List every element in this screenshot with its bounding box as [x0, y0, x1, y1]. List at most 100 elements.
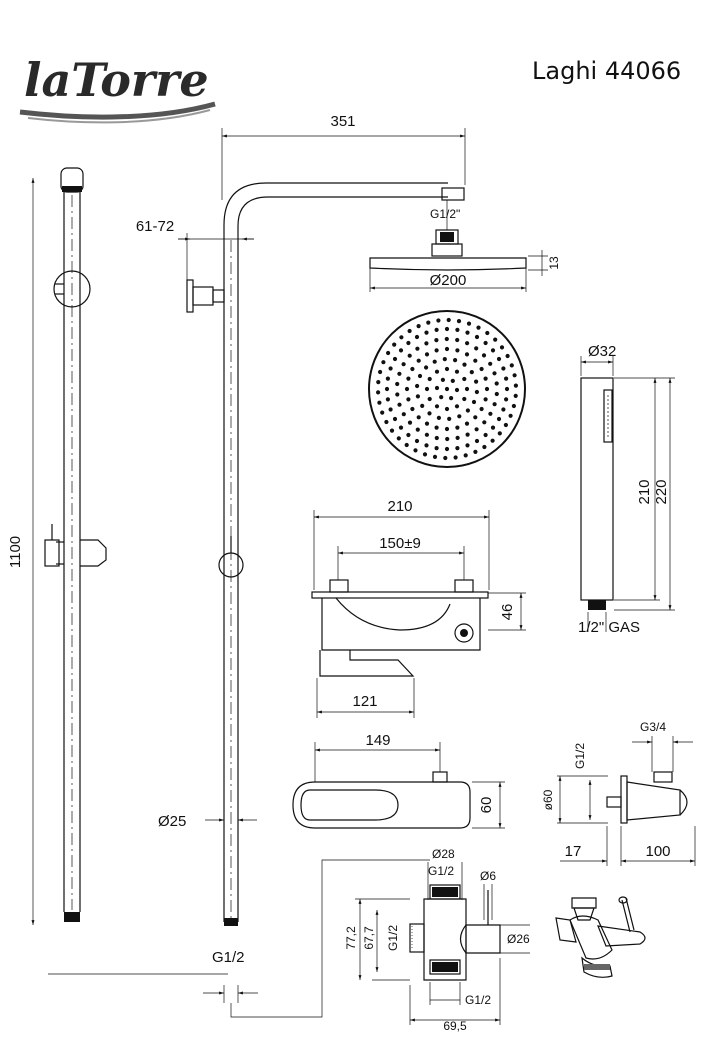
model-title: Laghi 44066 [532, 57, 681, 85]
nozzle-dot [424, 443, 429, 448]
nozzle-dot [416, 358, 421, 363]
nozzle-dot [504, 376, 509, 381]
nozzle-dot [436, 318, 441, 323]
shower-head-side: G1/2" Ø200 13 [369, 200, 561, 292]
nozzle-dot [455, 327, 460, 332]
nozzle-dot [455, 337, 460, 343]
nozzle-dot [439, 395, 444, 400]
nozzle-dot [454, 369, 460, 374]
nozzle-dot [415, 427, 420, 432]
shower-valve: 149 60 [292, 732, 505, 829]
nozzle-dot [414, 438, 420, 444]
nozzle-dot [484, 386, 490, 392]
nozzle-dot [417, 373, 423, 379]
nozzle-dot [466, 321, 472, 326]
nozzle-dot [445, 436, 450, 442]
nozzle-dot [444, 366, 450, 372]
nozzle-dot [513, 383, 519, 388]
spout-length-label: 121 [352, 693, 377, 710]
nozzle-dot [397, 402, 402, 407]
nozzle-dot [449, 396, 454, 401]
nozzle-dot [397, 371, 402, 376]
logo-text: laTorre [24, 53, 209, 107]
nozzle-dot [406, 432, 411, 438]
nozzle-dot [444, 426, 450, 432]
nozzle-dot [434, 327, 439, 332]
mixer-height-label: 46 [499, 604, 516, 621]
nozzle-dot [385, 397, 390, 402]
nozzle-dot [399, 335, 404, 340]
nozzle-dot [457, 414, 462, 419]
valve-width-label: 149 [365, 732, 390, 749]
nozzle-dot [434, 385, 440, 391]
nozzle-dot [497, 431, 502, 436]
nozzle-dot [434, 435, 439, 441]
nozzle-dot [432, 359, 437, 364]
nozzle-dot [494, 391, 499, 397]
height-1100-label: 1100 [7, 536, 24, 568]
nozzle-dot [465, 432, 470, 437]
nozzle-dot [483, 376, 488, 381]
nozzle-dot [508, 413, 513, 418]
nozzle-dot [465, 443, 470, 448]
nozzle-dot [447, 416, 452, 421]
nozzle-dot [434, 425, 439, 430]
nozzle-dot [465, 330, 470, 335]
nozzle-dot [474, 334, 480, 340]
nozzle-dot [501, 366, 506, 371]
nozzle-dot [496, 416, 502, 422]
nozzle-dot [473, 358, 478, 363]
nozzle-dot [485, 330, 490, 336]
nozzle-dot [446, 317, 451, 323]
pipe-diameter-label: Ø25 [158, 813, 186, 830]
nozzle-dot [490, 438, 495, 443]
nozzle-dot [490, 348, 496, 353]
nozzle-dot [473, 415, 478, 420]
nozzle-dot [413, 448, 418, 453]
nozzle-dot [424, 421, 430, 426]
hand-thread-label: 1/2" GAS [578, 619, 640, 636]
nozzle-dot [389, 428, 395, 433]
nozzle-pattern [376, 317, 519, 461]
nozzle-dot [505, 353, 510, 359]
nozzle-dot [434, 348, 439, 353]
nozzle-dot [416, 415, 421, 420]
valve-height-label: 60 [478, 797, 495, 814]
nozzle-dot [464, 386, 470, 392]
nozzle-dot [499, 345, 505, 350]
nozzle-dot [469, 370, 474, 375]
nozzle-dot [474, 427, 479, 432]
nozzle-dot [454, 387, 460, 393]
nozzle-dot [424, 341, 429, 346]
nozzle-dot [473, 449, 478, 454]
nozzle-dot [401, 362, 406, 367]
side-depth-100: 100 [645, 843, 670, 860]
nozzle-dot [415, 346, 420, 351]
side-depth-17: 17 [565, 843, 582, 860]
nozzle-dot [444, 386, 450, 392]
nozzle-dot [493, 337, 498, 342]
nozzle-dot [407, 328, 412, 334]
nozzle-dot [434, 369, 440, 374]
nozzle-dot [462, 396, 467, 402]
arm-length-label: 351 [330, 113, 355, 130]
nozzle-dot [404, 386, 410, 392]
nozzle-dot [424, 386, 430, 392]
nozzle-dot [398, 348, 404, 353]
nozzle-dot [424, 352, 430, 357]
nozzle-dot [436, 415, 441, 420]
nozzle-dot [434, 338, 439, 343]
nozzle-dot [455, 348, 460, 353]
nozzle-dot [509, 363, 514, 368]
nozzle-dot [481, 353, 487, 358]
nozzle-dot [504, 397, 509, 402]
nozzle-dot [424, 432, 429, 437]
nozzle-dot [490, 425, 496, 430]
arm-offset-label: 61-72 [136, 218, 174, 235]
nozzle-dot [407, 420, 413, 425]
nozzle-dot [384, 419, 389, 425]
div-g12-side-label: G1/2 [386, 925, 400, 951]
nozzle-dot [511, 403, 516, 409]
nozzle-dot [414, 334, 420, 340]
